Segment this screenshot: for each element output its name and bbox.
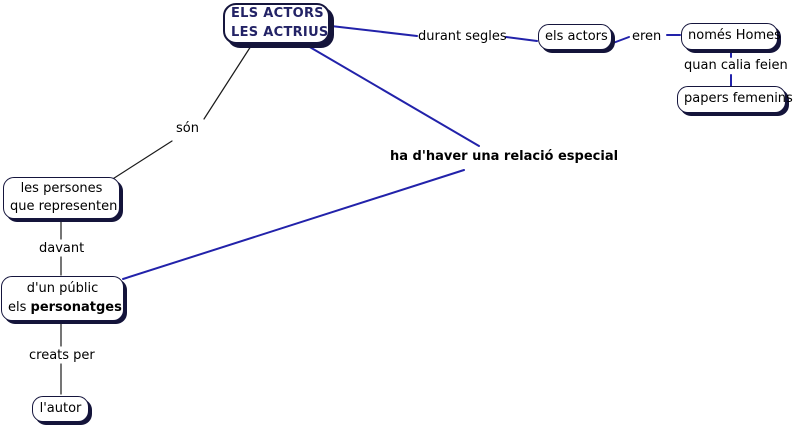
- link-label-son[interactable]: són: [176, 121, 199, 136]
- node-dun-public-els-personatges[interactable]: d'un públic els personatges: [1, 276, 124, 321]
- line-main-to-son: [203, 45, 252, 120]
- line-main-to-ha-dhaver: [307, 45, 480, 147]
- link-label-eren[interactable]: eren: [632, 29, 662, 44]
- line-ha-dhaver-to-dun-public: [122, 169, 465, 280]
- link-label-creats-per[interactable]: creats per: [29, 348, 95, 363]
- node-title-line2: LES ACTRIUS: [231, 24, 329, 40]
- node-label-line1: les persones: [20, 180, 103, 196]
- line-els-actors-to-eren: [612, 36, 630, 44]
- link-label-ha-dhaver-una-relacio-especial[interactable]: ha d'haver una relació especial: [390, 149, 619, 164]
- node-title-line1: ELS ACTORS: [231, 6, 324, 22]
- node-label-line1: d'un públic: [26, 281, 99, 297]
- line-son-to-les-persones: [107, 140, 173, 183]
- node-papers-femenins[interactable]: papers femenins: [677, 86, 793, 113]
- node-label: només Homes: [688, 28, 781, 44]
- node-els-actors[interactable]: els actors: [538, 24, 612, 50]
- line-durant-segles-to-els-actors: [505, 36, 538, 42]
- link-label-davant[interactable]: davant: [39, 241, 85, 256]
- node-les-persones-que-representen[interactable]: les persones que representen: [3, 177, 120, 219]
- node-label-line2: que representen: [10, 199, 118, 214]
- node-nomes-homes[interactable]: només Homes: [681, 23, 781, 50]
- node-label: l'autor: [39, 400, 82, 416]
- node-label: papers femenins: [684, 91, 793, 107]
- node-lautor[interactable]: l'autor: [32, 396, 89, 422]
- node-label-line2: els personatges: [8, 299, 122, 315]
- link-label-quan-calia-feien[interactable]: quan calia feien: [684, 58, 788, 73]
- node-label: els actors: [545, 28, 608, 44]
- link-label-durant-segles[interactable]: durant segles: [418, 29, 507, 44]
- node-els-actors-les-actrius[interactable]: ELS ACTORS LES ACTRIUS: [223, 3, 330, 44]
- line-main-to-durant-segles: [330, 25, 418, 37]
